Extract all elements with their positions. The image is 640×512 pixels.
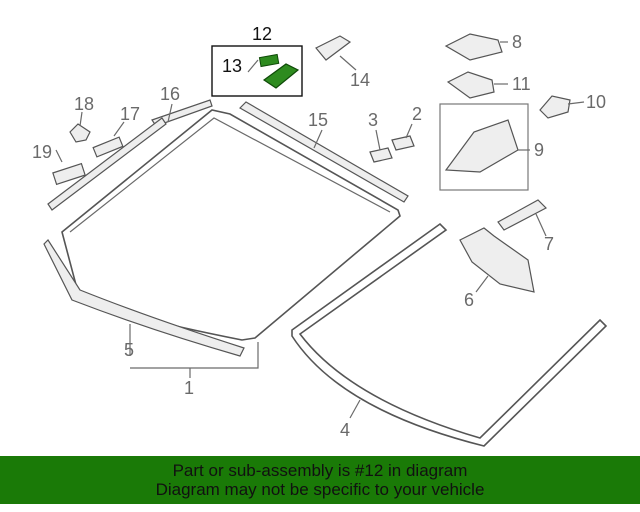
- callout-16: 16: [160, 84, 180, 104]
- part-11-bracket[interactable]: [446, 71, 495, 99]
- callout-12: 12: [252, 24, 272, 44]
- part-6-cover[interactable]: [459, 227, 535, 293]
- info-banner: Part or sub-assembly is #12 in diagram D…: [0, 456, 640, 504]
- callout-1: 1: [184, 378, 194, 398]
- callout-17: 17: [120, 104, 140, 124]
- callout-9: 9: [534, 140, 544, 160]
- part-12-highlight[interactable]: [262, 63, 300, 89]
- callout-5: 5: [124, 340, 134, 360]
- callout-18: 18: [74, 94, 94, 114]
- callout-10: 10: [586, 92, 606, 112]
- part-14-cover[interactable]: [315, 35, 352, 61]
- callout-11: 11: [512, 74, 531, 94]
- molding-strip[interactable]: [43, 239, 245, 357]
- callout-13: 13: [222, 56, 242, 76]
- banner-line-1: Part or sub-assembly is #12 in diagram: [172, 461, 468, 480]
- part-13-highlight[interactable]: [258, 53, 280, 68]
- part-10-bracket[interactable]: [539, 95, 571, 119]
- part-8-bracket[interactable]: [444, 33, 503, 61]
- weatherstrip[interactable]: [291, 222, 608, 447]
- top-molding[interactable]: [239, 101, 409, 203]
- part-19-pad[interactable]: [52, 162, 86, 186]
- callout-4: 4: [340, 420, 350, 440]
- part-2-bracket[interactable]: [391, 135, 415, 151]
- callout-6: 6: [464, 290, 474, 310]
- part-3-bracket[interactable]: [369, 147, 393, 163]
- part-18-clip[interactable]: [69, 123, 91, 143]
- part-17-pad[interactable]: [92, 136, 124, 158]
- callout-3: 3: [368, 110, 378, 130]
- side-molding-strip[interactable]: [47, 117, 167, 211]
- part-9-mirror-base[interactable]: [444, 119, 519, 173]
- callout-8: 8: [512, 32, 522, 52]
- parts-diagram: 12 13 14 8 11 10 9 7 6 4 5 1 15 3 2 16 1…: [32, 24, 608, 447]
- banner-line-2: Diagram may not be specific to your vehi…: [155, 480, 485, 499]
- callout-15: 15: [308, 110, 328, 130]
- callout-2: 2: [412, 104, 422, 124]
- callout-14: 14: [350, 70, 370, 90]
- part-7-bracket[interactable]: [497, 199, 548, 231]
- callout-7: 7: [544, 234, 554, 254]
- callout-19: 19: [32, 142, 52, 162]
